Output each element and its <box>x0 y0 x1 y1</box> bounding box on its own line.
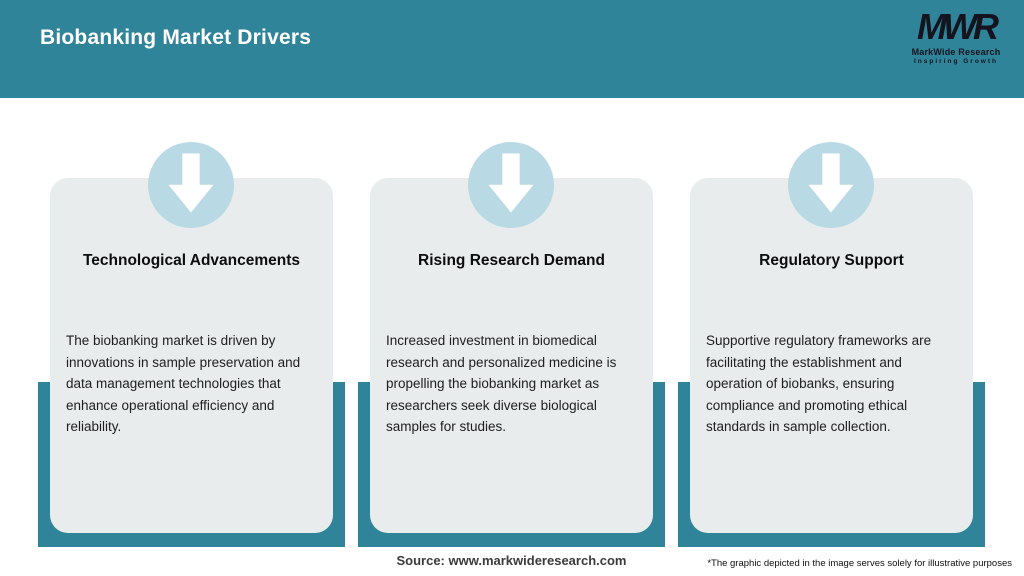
down-arrow-badge <box>788 142 874 228</box>
card-description: Supportive regulatory frameworks are fac… <box>706 333 932 434</box>
down-arrow-icon <box>805 151 857 220</box>
logo-name: MarkWide Research <box>911 47 1001 57</box>
logo-acronym: MWR <box>917 6 999 47</box>
down-arrow-badge <box>148 142 234 228</box>
down-arrow-icon <box>165 151 217 220</box>
mwr-logo: MWR MarkWide Research Inspiring Growth <box>904 6 1008 66</box>
down-arrow-icon <box>485 151 537 220</box>
down-arrow-badge <box>468 142 554 228</box>
card-description: Increased investment in biomedical resea… <box>386 333 617 434</box>
driver-card-technological-advancements: Technological Advancements The biobankin… <box>50 178 333 533</box>
header-bar: Biobanking Market Drivers MWR MarkWide R… <box>0 0 1024 98</box>
driver-card-regulatory-support: Regulatory Support Supportive regulatory… <box>690 178 973 533</box>
logo-tagline: Inspiring Growth <box>914 58 998 65</box>
card-title: Rising Research Demand <box>418 252 605 269</box>
page-title: Biobanking Market Drivers <box>40 26 312 49</box>
disclaimer-text: *The graphic depicted in the image serve… <box>707 558 1012 569</box>
card-title: Technological Advancements <box>82 252 301 269</box>
card-description: The biobanking market is driven by innov… <box>66 333 301 434</box>
source-text: Source: www.markwideresearch.com <box>396 553 627 568</box>
driver-card-rising-research-demand: Rising Research Demand Increased investm… <box>370 178 653 533</box>
card-title: Regulatory Support <box>759 252 904 269</box>
